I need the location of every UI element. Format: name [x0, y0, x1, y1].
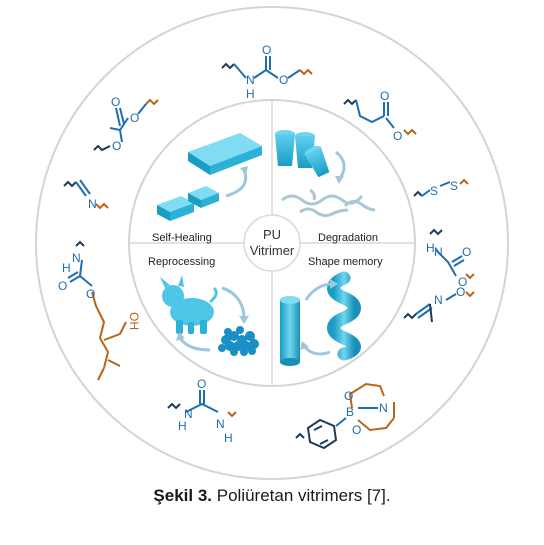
center-label-pu: PU	[263, 227, 281, 242]
atom-imine-n: N	[88, 197, 97, 211]
atom-urea-h: H	[178, 419, 187, 433]
urethane-bond-left	[67, 240, 127, 381]
caption-label: Şekil 3.	[153, 486, 213, 505]
label-degradation: Degradation	[318, 232, 378, 244]
atom-urethane-top-h: H	[246, 87, 255, 101]
carbonate-bond	[93, 98, 159, 152]
atom-carbonate-o3: O	[112, 139, 121, 153]
label-reprocessing: Reprocessing	[148, 256, 215, 268]
atom-urea-o: O	[197, 377, 206, 391]
atom-urea-h2: H	[224, 431, 233, 445]
atom-disulfide-s1: S	[430, 184, 438, 198]
disulfide-bond	[413, 178, 469, 197]
atom-boronate-o2: O	[352, 423, 361, 437]
urea-bond	[167, 390, 237, 418]
label-self-healing: Self-Healing	[152, 232, 212, 244]
reprocessing-arrow-top-icon	[221, 286, 246, 319]
atom-carbonate-o: O	[111, 95, 120, 109]
atom-urethane-top-n: N	[246, 73, 255, 87]
atom-boronate-b: B	[346, 405, 354, 419]
degradation-illustration	[275, 130, 376, 218]
atom-ester-o2: O	[393, 129, 402, 143]
urethane-bond-top	[221, 56, 313, 79]
ester-bond	[343, 98, 417, 136]
atom-urethane-right-n: N	[434, 245, 443, 259]
oxime-bond	[403, 291, 475, 323]
imine-bond	[63, 179, 109, 210]
boronate-bond	[295, 382, 395, 450]
atom-urethane-left-o2: O	[86, 287, 95, 301]
center-label-vitrimer: Vitrimer	[250, 243, 295, 258]
atom-boronate-o1: O	[344, 389, 353, 403]
self-healing-illustration	[157, 133, 262, 221]
atom-urethane-top-o: O	[262, 43, 271, 57]
atom-urethane-right-o2: O	[458, 275, 467, 289]
caption-text: Poliüretan vitrimers [7].	[212, 486, 391, 505]
atom-carbonate-o2: O	[130, 111, 139, 125]
atom-urethane-left-h: H	[62, 261, 71, 275]
reprocessing-illustration	[160, 275, 259, 356]
atom-urethane-top-o2: O	[279, 73, 288, 87]
reprocessing-arrow-bottom-icon	[178, 337, 211, 352]
shape-memory-arrow-top-icon	[304, 282, 333, 301]
degradation-arrow-icon	[335, 150, 346, 179]
atom-oxime-n: N	[434, 293, 443, 307]
center-hub	[243, 214, 301, 272]
atom-urea-n: N	[184, 407, 193, 421]
urethane-bond-right	[429, 228, 475, 280]
atom-urethane-left-n: N	[72, 251, 81, 265]
shape-memory-illustration	[280, 271, 361, 366]
atom-urethane-right-h: H	[426, 241, 435, 255]
atom-hydroxyl-oh: OH	[127, 312, 141, 330]
atom-urea-n2: N	[216, 417, 225, 431]
atom-oxime-o: O	[456, 285, 465, 299]
atom-boronate-n: N	[379, 401, 388, 415]
figure-caption: Şekil 3. Poliüretan vitrimers [7].	[0, 486, 544, 506]
atom-disulfide-s2: S	[450, 179, 458, 193]
atom-urethane-left-o: O	[58, 279, 67, 293]
atom-urethane-right-o: O	[462, 245, 471, 259]
atom-ester-o: O	[380, 89, 389, 103]
label-shape-memory: Shape memory	[308, 256, 383, 268]
